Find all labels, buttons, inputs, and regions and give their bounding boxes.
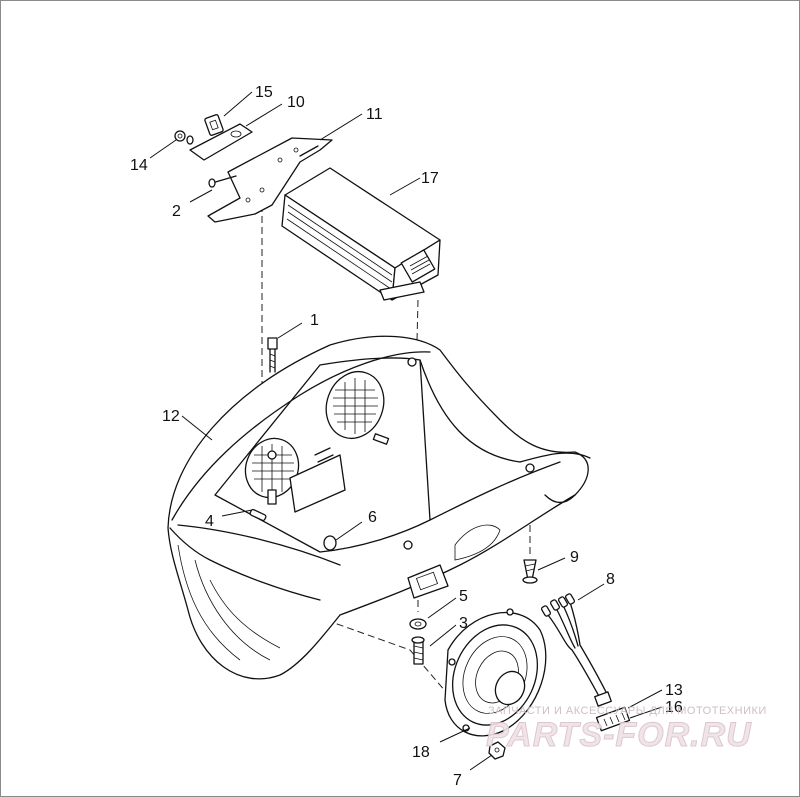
nut-14: [174, 130, 194, 145]
callout-3: 3: [459, 615, 468, 632]
watermark-brand: PARTS-FOR.RU: [486, 716, 752, 754]
wire-harness-8: [540, 593, 631, 732]
callout-10: 10: [287, 94, 305, 111]
callout-4: 4: [205, 513, 214, 530]
clip-15: [204, 114, 224, 136]
grommet-6: [323, 535, 337, 551]
callout-2: 2: [172, 203, 181, 220]
callout-15: 15: [255, 84, 273, 101]
nut-7: [488, 741, 506, 760]
plate-10: [189, 123, 253, 161]
watermark-tagline: ЗАПЧАСТИ И АКСЕССУАРЫ ДЛЯ МОТОТЕХНИКИ: [488, 705, 767, 717]
amplifier-module: [281, 167, 441, 301]
callout-5: 5: [459, 588, 468, 605]
screw-2: [208, 175, 237, 188]
screw-3: [411, 636, 425, 665]
pin-4: [249, 508, 267, 522]
speaker-18: [444, 608, 547, 737]
callout-1: 1: [310, 312, 319, 329]
callout-17: 17: [421, 170, 439, 187]
callout-8: 8: [606, 571, 615, 588]
callout-labels: 1 2 3 4 5 6 7 8 9 10 11 12 13 14 15 16 1…: [130, 84, 683, 789]
callout-7: 7: [453, 772, 462, 789]
screw-9: [522, 559, 538, 584]
callout-16: 16: [665, 699, 683, 716]
mounting-bracket: [207, 137, 333, 223]
callout-18: 18: [412, 744, 430, 761]
washer-5: [409, 618, 427, 630]
callout-14: 14: [130, 157, 148, 174]
speaker-enclosure: [167, 335, 591, 680]
callout-12: 12: [162, 408, 180, 425]
leader-lines: [149, 91, 663, 771]
callout-9: 9: [570, 549, 579, 566]
callout-11: 11: [366, 106, 383, 123]
screw-1: [267, 337, 278, 373]
callout-6: 6: [368, 509, 377, 526]
watermark: ЗАПЧАСТИ И АКСЕССУАРЫ ДЛЯ МОТОТЕХНИКИ PA…: [486, 705, 767, 755]
callout-13: 13: [665, 682, 683, 699]
